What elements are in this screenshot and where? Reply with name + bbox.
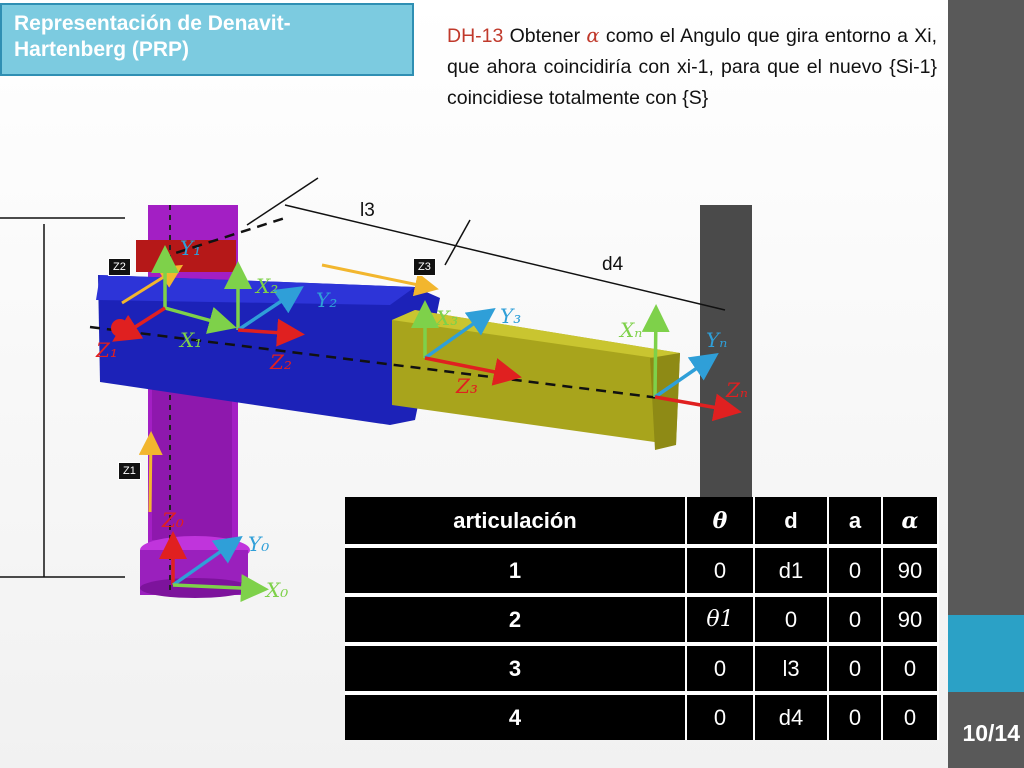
table-row: 2 θ1 0 0 90 bbox=[345, 593, 939, 644]
axis-label-x0: X₀ bbox=[266, 578, 289, 602]
alpha-symbol: α bbox=[586, 24, 600, 47]
header-a: a bbox=[828, 497, 883, 546]
axis-label-xn: Xₙ bbox=[620, 318, 643, 342]
slide-title: Representación de Denavit- Hartenberg (P… bbox=[0, 3, 414, 76]
cell-alpha: 0 bbox=[882, 642, 939, 693]
left-dimension-lines bbox=[0, 217, 125, 578]
header-articulacion: articulación bbox=[345, 497, 687, 546]
frame-0-axes bbox=[159, 531, 269, 603]
z2-motion-arrow bbox=[121, 264, 184, 305]
cell-alpha: 90 bbox=[882, 544, 939, 595]
axis-label-z3: Z₃ bbox=[456, 374, 478, 398]
cell-theta: 0 bbox=[686, 642, 755, 693]
frame-n-axes bbox=[641, 304, 742, 422]
cell-d: d1 bbox=[754, 544, 829, 595]
header-theta: θ bbox=[686, 497, 755, 546]
page-number: 10/14 bbox=[962, 720, 1020, 746]
frame-2-axes bbox=[224, 261, 305, 347]
table-header-row: articulación θ d a α bbox=[345, 497, 939, 546]
axis-label-x3: X₃ bbox=[436, 306, 459, 330]
axis-label-y2: Y₂ bbox=[316, 288, 338, 312]
frame-1-axes bbox=[111, 245, 237, 342]
cell-a: 0 bbox=[828, 691, 883, 740]
cell-articulacion: 1 bbox=[345, 544, 687, 595]
sidebar-accent-block bbox=[948, 615, 1024, 692]
z2-label-box: Z2 bbox=[108, 258, 131, 276]
table-row: 1 0 d1 0 90 bbox=[345, 544, 939, 595]
robot-diagram bbox=[0, 177, 752, 603]
cell-theta: 0 bbox=[686, 544, 755, 595]
cell-articulacion: 4 bbox=[345, 691, 687, 740]
cell-alpha: 0 bbox=[882, 691, 939, 740]
cell-d: 0 bbox=[754, 593, 829, 644]
cell-articulacion: 3 bbox=[345, 642, 687, 693]
cell-a: 0 bbox=[828, 544, 883, 595]
axis-label-y3: Y₃ bbox=[500, 304, 522, 328]
z1-motion-arrow bbox=[138, 431, 163, 513]
top-dimension-lines bbox=[246, 177, 726, 311]
axis-label-z1: Z₁ bbox=[96, 338, 118, 362]
step-text-before-alpha: Obtener bbox=[503, 25, 587, 47]
axis-label-y0: Y₀ bbox=[248, 532, 270, 556]
axis-label-x2: X₂ bbox=[256, 274, 279, 298]
frame-3-axes bbox=[411, 300, 522, 386]
axis-label-z2: Z₂ bbox=[270, 350, 292, 374]
step-text-after-alpha: como el Angulo que gira entorno a Xi, qu… bbox=[447, 25, 938, 109]
table-row: 4 0 d4 0 0 bbox=[345, 691, 939, 740]
cell-theta: 0 bbox=[686, 691, 755, 740]
step-description: DH-13 Obtener α como el Angulo que gira … bbox=[447, 20, 937, 114]
header-alpha: α bbox=[882, 497, 939, 546]
z1-label-box: Z1 bbox=[118, 462, 141, 480]
dh-parameter-table: articulación θ d a α 1 0 d1 0 90 2 θ1 0 … bbox=[345, 497, 939, 740]
axis-label-yn: Yₙ bbox=[706, 328, 728, 352]
axis-label-z0: Z₀ bbox=[162, 508, 184, 532]
cell-alpha: 90 bbox=[882, 593, 939, 644]
cell-theta: θ1 bbox=[686, 593, 755, 644]
axis-label-y1: Y₁ bbox=[180, 236, 202, 260]
cell-a: 0 bbox=[828, 593, 883, 644]
slide-title-line-2: Hartenberg (PRP) bbox=[14, 38, 190, 61]
z3-motion-arrow bbox=[321, 263, 439, 297]
cell-articulacion: 2 bbox=[345, 593, 687, 644]
slide-title-line-1: Representación de Denavit- bbox=[14, 12, 291, 35]
axis-label-zn: Zₙ bbox=[726, 378, 749, 402]
z3-label-box: Z3 bbox=[413, 258, 436, 276]
label-l3: l3 bbox=[360, 200, 375, 221]
cell-d: l3 bbox=[754, 642, 829, 693]
table-row: 3 0 l3 0 0 bbox=[345, 642, 939, 693]
cell-d: d4 bbox=[754, 691, 829, 740]
header-d: d bbox=[754, 497, 829, 546]
axis-label-x1: X₁ bbox=[180, 328, 203, 352]
label-d4: d4 bbox=[602, 254, 624, 275]
cell-a: 0 bbox=[828, 642, 883, 693]
step-code: DH-13 bbox=[447, 25, 504, 47]
